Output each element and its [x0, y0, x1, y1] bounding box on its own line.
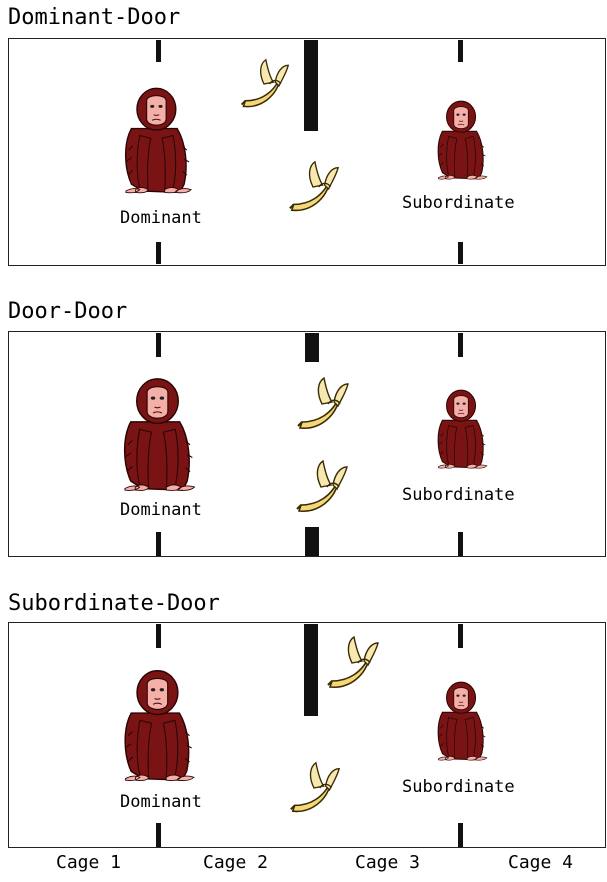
subordinate-monkey-icon [431, 670, 489, 770]
cage-divider-3-bottom [458, 532, 463, 556]
cage-divider-1-bottom [156, 532, 161, 556]
panel-title-door-door: Door-Door [8, 299, 128, 324]
opaque-barrier [304, 624, 318, 716]
cage-label-2: Cage 2 [203, 852, 269, 873]
door-bottom [305, 527, 319, 556]
cage-divider-3-bottom [458, 823, 463, 847]
dominant-monkey-icon [100, 80, 210, 198]
dominant-monkey-icon [100, 370, 212, 496]
cage-divider-1-top [156, 333, 161, 357]
dominant-monkey-icon [100, 662, 212, 786]
cage-divider-3-top [458, 333, 463, 357]
banana-icon [291, 456, 351, 518]
subordinate-label: Subordinate [402, 485, 515, 505]
subordinate-label: Subordinate [402, 777, 515, 797]
subordinate-monkey-icon [431, 378, 489, 478]
dominant-label: Dominant [120, 208, 202, 228]
panel-dominant-door [8, 38, 606, 266]
panel-title-subordinate-door: Subordinate-Door [8, 591, 220, 616]
banana-icon [322, 632, 382, 694]
door-top [305, 333, 319, 362]
panel-title-dominant-door: Dominant-Door [8, 5, 181, 30]
banana-icon [285, 757, 343, 819]
subordinate-label: Subordinate [402, 193, 515, 213]
dominant-label: Dominant [120, 792, 202, 812]
banana-icon [292, 373, 352, 435]
subordinate-monkey-icon [431, 88, 489, 190]
cage-label-1: Cage 1 [56, 852, 122, 873]
cage-divider-3-top [458, 624, 463, 648]
opaque-barrier [304, 40, 318, 131]
cage-label-4: Cage 4 [508, 852, 574, 873]
cage-divider-1-bottom [156, 242, 161, 264]
cage-divider-3-top [458, 40, 463, 62]
panel-door-door [8, 331, 606, 557]
cage-divider-1-top [156, 40, 161, 62]
cage-label-3: Cage 3 [355, 852, 421, 873]
banana-icon [284, 156, 342, 218]
cage-divider-1-top [156, 624, 161, 648]
cage-divider-3-bottom [458, 242, 463, 264]
banana-icon [236, 54, 292, 114]
dominant-label: Dominant [120, 500, 202, 520]
panel-subordinate-door [8, 622, 606, 848]
cage-divider-1-bottom [156, 823, 161, 847]
